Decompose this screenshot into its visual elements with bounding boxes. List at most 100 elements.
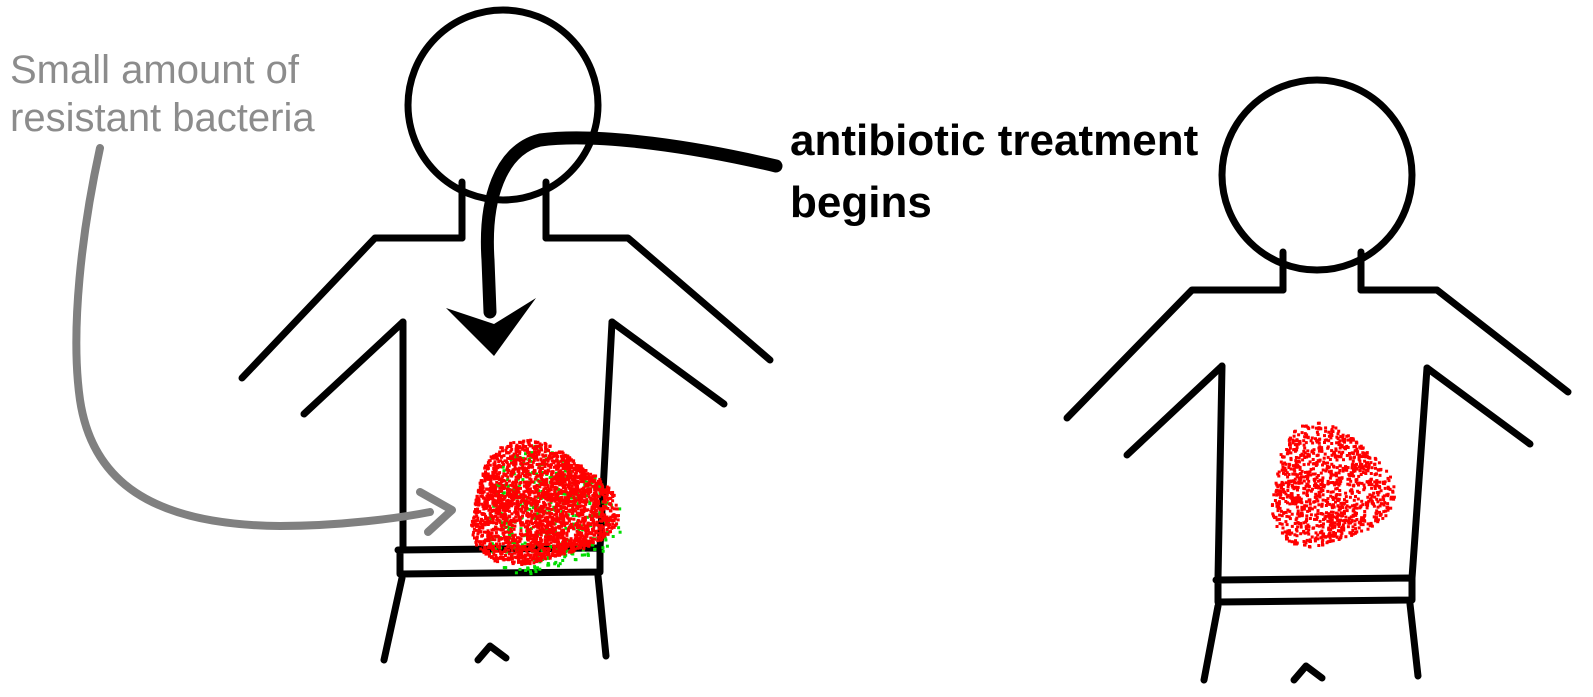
resistant-label-line1: Small amount of (10, 46, 315, 94)
resistant-bacterium (544, 557, 547, 560)
resistant-bacterium (516, 500, 519, 503)
resistant-bacterium (553, 513, 556, 516)
resistant-bacterium (544, 450, 547, 453)
resistant-bacterium (1295, 528, 1298, 531)
resistant-bacterium (1316, 494, 1319, 497)
resistant-bacterium (528, 477, 531, 480)
resistant-bacterium (1298, 515, 1301, 518)
resistant-bacterium (522, 511, 525, 514)
resistant-bacterium (1378, 481, 1381, 484)
resistant-bacterium (541, 461, 544, 464)
resistant-bacterium (1320, 472, 1323, 475)
resistant-bacterium (489, 512, 492, 515)
resistant-bacterium (592, 480, 595, 483)
resistant-bacterium (559, 499, 562, 502)
resistant-bacterium (1355, 503, 1358, 506)
resistant-bacterium (615, 504, 618, 507)
resistant-bacterium (1275, 484, 1278, 487)
resistant-bacterium (581, 475, 584, 478)
susceptible-bacterium (587, 553, 590, 556)
resistant-bacterium (599, 516, 602, 519)
susceptible-bacterium (561, 559, 564, 562)
resistant-bacterium (585, 526, 588, 529)
resistant-bacterium (1324, 430, 1327, 433)
resistant-bacterium (487, 529, 490, 532)
resistant-bacterium (527, 455, 530, 458)
resistant-bacterium (528, 523, 531, 526)
resistant-bacterium (513, 561, 516, 564)
resistant-bacterium (502, 479, 505, 482)
resistant-bacterium (1354, 527, 1357, 530)
resistant-bacterium (527, 554, 530, 557)
resistant-bacterium (581, 488, 584, 491)
resistant-bacterium (565, 534, 568, 537)
resistant-bacterium (1336, 482, 1339, 485)
resistant-bacterium (1324, 453, 1327, 456)
resistant-bacterium (531, 541, 534, 544)
resistant-bacterium (549, 445, 552, 448)
resistant-bacterium (1383, 494, 1386, 497)
resistant-bacterium (560, 507, 563, 510)
resistant-bacterium (551, 518, 554, 521)
resistant-bacterium (1328, 435, 1331, 438)
resistant-bacterium (1297, 510, 1300, 513)
resistant-bacterium (477, 500, 480, 503)
pointer-arrow-shaft (76, 148, 430, 526)
resistant-bacterium (527, 515, 530, 518)
resistant-bacterium (540, 539, 543, 542)
resistant-bacterium (504, 547, 507, 550)
resistant-bacterium (560, 525, 563, 528)
resistant-bacterium (1337, 432, 1340, 435)
resistant-bacterium (496, 560, 499, 563)
resistant-bacterium (506, 457, 509, 460)
resistant-bacterium (1304, 521, 1307, 524)
resistant-bacterium (542, 512, 545, 515)
resistant-bacterium (567, 485, 570, 488)
resistant-bacterium (529, 544, 532, 547)
resistant-bacterium (595, 493, 598, 496)
resistant-bacterium (486, 467, 489, 470)
resistant-bacterium (521, 556, 524, 559)
resistant-bacterium (1378, 485, 1381, 488)
resistant-bacterium (503, 502, 506, 505)
resistant-bacterium (552, 452, 555, 455)
resistant-bacterium (556, 537, 559, 540)
resistant-bacterium (581, 519, 584, 522)
resistant-bacterium (501, 449, 504, 452)
resistant-bacterium (574, 524, 577, 527)
resistant-bacterium (1314, 483, 1317, 486)
resistant-bacterium (546, 552, 549, 555)
resistant-bacterium (1320, 487, 1323, 490)
resistant-bacterium (533, 550, 536, 553)
resistant-bacterium (1291, 492, 1294, 495)
resistant-bacterium (1348, 517, 1351, 520)
resistant-bacterium (1392, 485, 1395, 488)
resistant-bacterium (518, 450, 521, 453)
resistant-bacterium (1296, 464, 1299, 467)
resistant-bacterium (542, 507, 545, 510)
resistant-bacterium (535, 457, 538, 460)
leg-left-before (384, 578, 402, 660)
resistant-bacterium (520, 533, 523, 536)
resistant-bacterium (502, 508, 505, 511)
resistant-bacterium (615, 507, 618, 510)
resistant-bacterium (1282, 483, 1285, 486)
resistant-bacterium (516, 536, 519, 539)
resistant-bacterium (1384, 487, 1387, 490)
resistant-bacterium (1325, 504, 1328, 507)
resistant-bacterium (1317, 474, 1320, 477)
resistant-bacterium (547, 460, 550, 463)
resistant-bacterium (506, 492, 509, 495)
resistant-bacterium (568, 481, 571, 484)
resistant-bacterium (1317, 503, 1320, 506)
resistant-bacterium (1308, 507, 1311, 510)
resistant-bacterium (1271, 504, 1274, 507)
resistant-bacterium (1294, 502, 1297, 505)
resistant-bacterium (533, 469, 536, 472)
resistant-bacterium (573, 503, 576, 506)
resistant-bacterium (1366, 503, 1369, 506)
resistant-bacterium (1339, 502, 1342, 505)
resistant-bacterium (1365, 465, 1368, 468)
resistant-bacterium (1379, 504, 1382, 507)
resistant-bacterium (486, 488, 489, 491)
